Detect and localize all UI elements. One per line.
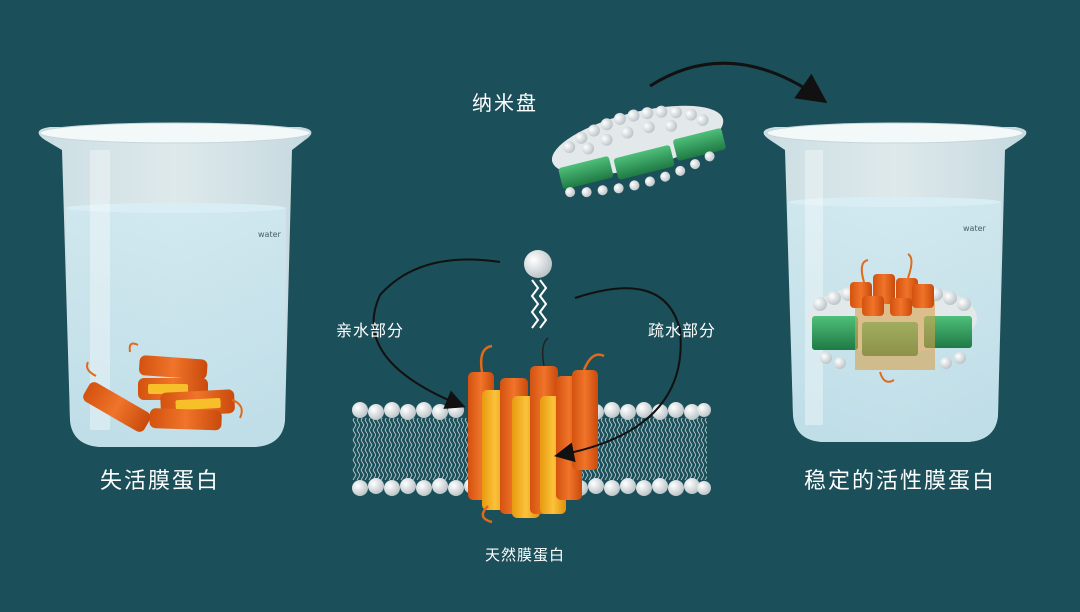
hydrophobic-arrow <box>554 287 682 463</box>
native-protein <box>468 337 605 524</box>
stable-protein-label: 稳定的活性膜蛋白 <box>804 469 996 494</box>
aggregated-helices <box>83 342 243 432</box>
hydrophobic-label: 疏水部分 <box>648 321 716 340</box>
native-protein-label: 天然膜蛋白 <box>485 546 565 564</box>
hydrophilic-label: 亲水部分 <box>336 321 404 340</box>
water-label-right: water <box>963 224 987 233</box>
transfer-arrow <box>649 61 828 104</box>
hydrophilic-arrow <box>372 258 501 409</box>
inactive-protein-label: 失活膜蛋白 <box>100 469 220 494</box>
left-beaker <box>38 122 312 447</box>
nanodisc <box>551 105 726 198</box>
nanodisc-with-protein <box>807 253 977 383</box>
water-label-left: water <box>258 230 282 239</box>
detergent-molecule <box>524 250 552 329</box>
nanodisc-label: 纳米盘 <box>472 91 538 115</box>
